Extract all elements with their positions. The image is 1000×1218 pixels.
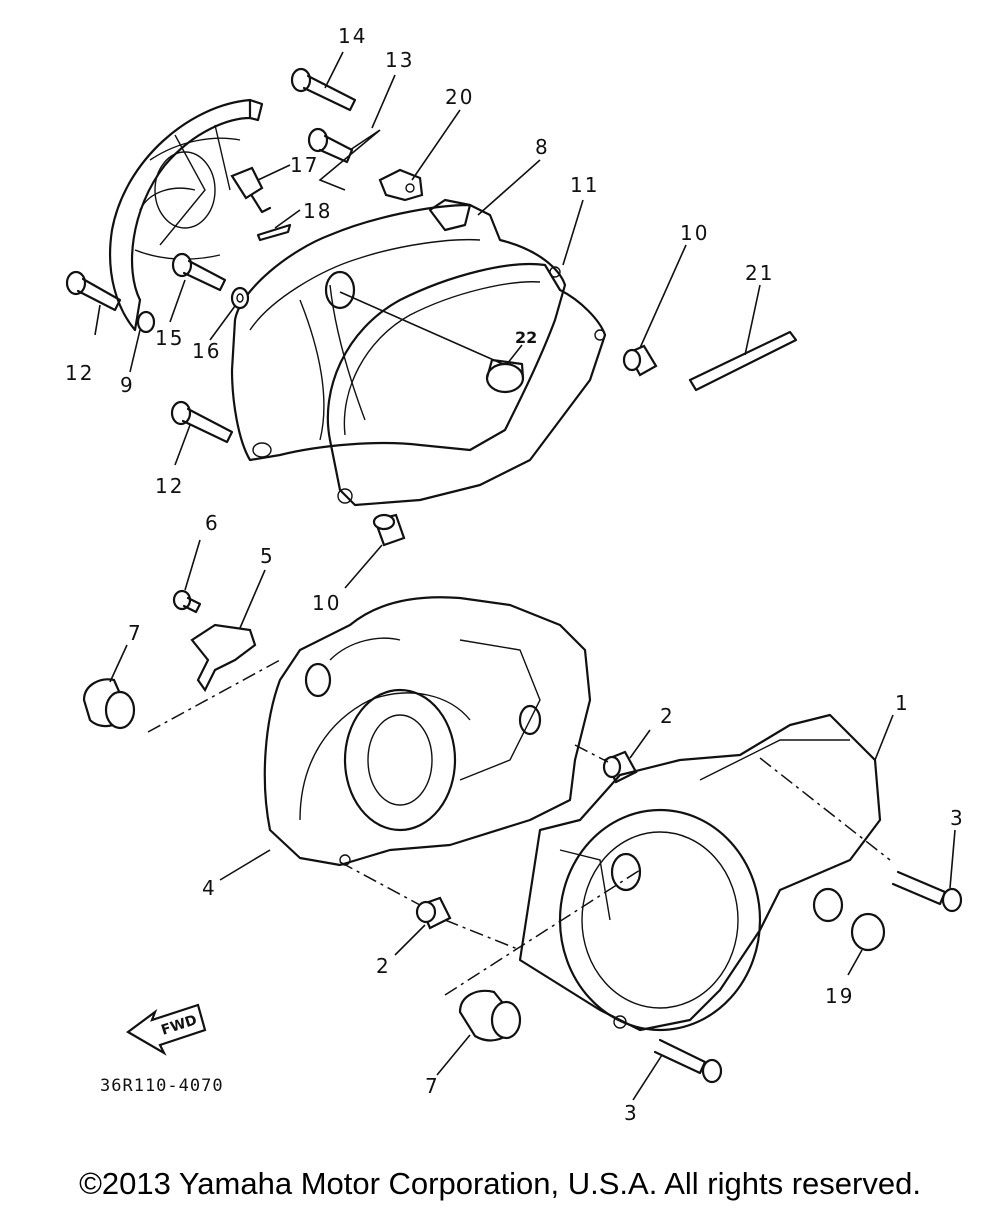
- callout-17: 17: [290, 153, 319, 177]
- oring-18: [256, 223, 292, 242]
- callout-14: 14: [338, 24, 367, 48]
- exploded-parts-diagram: 14 13 20 8 11 10 21 17 18 12 9 15 16 22 …: [65, 24, 965, 1125]
- alignment-line: [339, 861, 421, 906]
- crankcase-left-4: [263, 596, 592, 867]
- bearing-7-left: [82, 678, 136, 730]
- callout-6: 6: [205, 511, 220, 535]
- bushing-22: [485, 358, 525, 394]
- callout-11: 11: [570, 173, 599, 197]
- callout-3-upper: 3: [950, 806, 965, 830]
- callout-18: 18: [303, 199, 332, 223]
- callout-13: 13: [385, 48, 414, 72]
- bolt-3-upper: [891, 870, 963, 913]
- callout-20: 20: [445, 85, 474, 109]
- bearing-7-right: [458, 989, 522, 1042]
- gasket-11: [326, 262, 607, 507]
- washer-16: [230, 286, 250, 310]
- crankcase-cover-8: [230, 198, 567, 462]
- bolt-15: [171, 252, 227, 292]
- callout-16: 16: [192, 339, 221, 363]
- bolt-14: [290, 67, 357, 112]
- callout-8: 8: [535, 135, 550, 159]
- alignment-line: [759, 757, 891, 861]
- bolt-12-upper: [65, 270, 122, 312]
- callout-2-lower: 2: [376, 954, 391, 978]
- callout-1: 1: [895, 691, 910, 715]
- callout-4: 4: [202, 876, 217, 900]
- sensor-17: [230, 166, 272, 214]
- collar-9: [136, 310, 156, 334]
- copyright-notice: ©2013 Yamaha Motor Corporation, U.S.A. A…: [79, 1166, 921, 1201]
- callout-7-left: 7: [128, 621, 143, 645]
- callout-21: 21: [745, 261, 774, 285]
- callout-2-upper: 2: [660, 704, 675, 728]
- alignment-line: [444, 919, 521, 951]
- callout-12-upper: 12: [65, 361, 94, 385]
- callout-5: 5: [260, 544, 275, 568]
- callout-19: 19: [825, 984, 854, 1008]
- alignment-line: [574, 744, 609, 763]
- callout-7-right: 7: [425, 1074, 440, 1098]
- leader-lines: [94, 51, 956, 1101]
- callout-3-lower: 3: [624, 1101, 639, 1125]
- part-code: 36R110-4070: [100, 1076, 224, 1096]
- pin-21: [688, 330, 798, 392]
- alignment-line: [444, 869, 641, 996]
- callout-9: 9: [120, 373, 135, 397]
- dowel-10-upper: [622, 344, 658, 377]
- callout-15: 15: [155, 326, 184, 350]
- bolt-6: [172, 589, 202, 614]
- plug-19: [850, 912, 886, 952]
- flywheel-cover: [108, 98, 264, 332]
- callout-12-lower: 12: [155, 474, 184, 498]
- callout-10-upper: 10: [680, 221, 709, 245]
- dowel-2-lower: [415, 896, 452, 930]
- shift-fork-5: [190, 623, 257, 693]
- bolt-3-lower: [653, 1038, 723, 1084]
- callout-10-lower: 10: [312, 591, 341, 615]
- callout-22: 22: [515, 328, 537, 347]
- dowel-10-lower: [372, 513, 406, 547]
- alignment-line: [147, 659, 281, 733]
- fwd-arrow-icon: FWD: [126, 1003, 207, 1056]
- bolt-12-lower: [170, 400, 234, 444]
- bracket-20: [378, 168, 424, 202]
- crankcase-right-1: [518, 713, 882, 1032]
